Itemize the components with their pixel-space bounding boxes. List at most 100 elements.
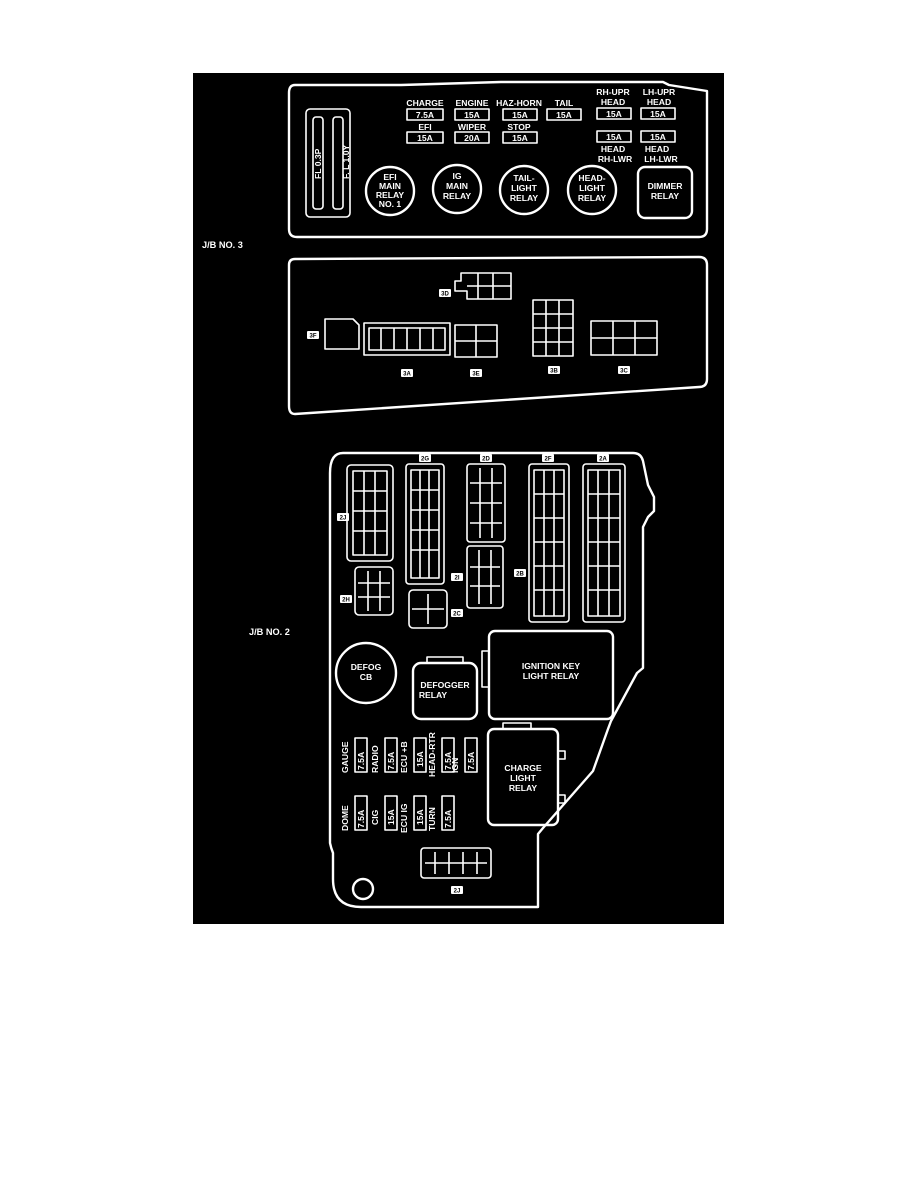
svg-text:CB: CB	[360, 672, 372, 682]
svg-text:2G: 2G	[421, 457, 429, 463]
svg-text:2F: 2F	[544, 457, 551, 463]
taillight-relay: TAIL- LIGHT RELAY	[498, 164, 550, 216]
svg-text:TURN: TURN	[427, 807, 437, 831]
svg-text:7.5A: 7.5A	[356, 810, 366, 828]
svg-text:EFI: EFI	[383, 172, 396, 182]
fuse-charge-rating: 7.5A	[416, 110, 434, 120]
svg-text:2A: 2A	[599, 457, 607, 463]
mounting-hole	[351, 877, 375, 901]
svg-text:RELAY: RELAY	[509, 783, 538, 793]
svg-text:RELAY: RELAY	[419, 690, 448, 700]
fuse-haz-horn-rating: 15A	[512, 110, 528, 120]
connector-tag-2a: 2A	[597, 454, 609, 463]
svg-text:DIMMER: DIMMER	[648, 181, 684, 191]
svg-text:RELAY: RELAY	[443, 191, 472, 201]
connector-tag-3e: 3E	[470, 369, 482, 378]
svg-text:RELAY: RELAY	[510, 193, 539, 203]
jb3-connector-block: 3D 3F 3A 3E 3B 3C	[287, 255, 709, 416]
svg-text:7.5A: 7.5A	[443, 810, 453, 828]
fusible-link-label-1: FL 0.3P	[313, 148, 323, 179]
dimmer-relay: DIMMER RELAY	[636, 165, 694, 220]
svg-text:HEAD-: HEAD-	[578, 173, 605, 183]
svg-text:7.5A: 7.5A	[356, 752, 366, 770]
connector-tag-3c: 3C	[618, 366, 630, 375]
fuse-wiper-rating: 20A	[464, 133, 480, 143]
jb3-panel: FL 0.3P F. L 1.0Y CHARGE 7.5A ENGINE 15A…	[287, 80, 709, 239]
connector-tag-3a: 3A	[401, 369, 413, 378]
fusible-link-block: FL 0.3P F. L 1.0Y	[305, 108, 351, 218]
fuse-lh-lwr-name-2: LH-LWR	[644, 154, 678, 164]
connector-tag-2f: 2F	[542, 454, 554, 463]
fuse-engine-name: ENGINE	[456, 98, 489, 108]
svg-text:RELAY: RELAY	[651, 191, 680, 201]
connector-tag-2j-bottom: 2J	[451, 886, 463, 895]
fuse-ecu-b: ECU +B 15A	[399, 737, 427, 773]
fuse-haz-horn-name: HAZ-HORN	[496, 98, 542, 108]
fuse-stop-name: STOP	[507, 122, 531, 132]
fuse-gauge: GAUGE 7.5A	[340, 737, 368, 773]
fuse-rh-lwr-rating: 15A	[606, 132, 622, 142]
svg-text:15A: 15A	[415, 751, 425, 767]
svg-text:DEFOG: DEFOG	[351, 662, 382, 672]
svg-text:ECU IG: ECU IG	[399, 803, 409, 833]
svg-text:3B: 3B	[550, 369, 558, 375]
svg-text:2I: 2I	[454, 576, 459, 582]
svg-text:MAIN: MAIN	[446, 181, 468, 191]
fuse-rh-upr-name-2: HEAD	[601, 97, 625, 107]
svg-text:3C: 3C	[620, 369, 628, 375]
fuse-tail-name: TAIL	[555, 98, 573, 108]
fuse-lh-lwr-name-1: HEAD	[645, 144, 669, 154]
svg-text:LIGHT: LIGHT	[510, 773, 537, 783]
svg-text:LIGHT: LIGHT	[511, 183, 538, 193]
fuse-wiper-name: WIPER	[458, 122, 487, 132]
svg-text:RELAY: RELAY	[578, 193, 607, 203]
svg-text:2J: 2J	[340, 516, 347, 522]
defog-circuit-breaker: DEFOG CB	[334, 641, 398, 705]
fuse-ign: IGN 7.5A	[450, 737, 478, 773]
svg-text:15A: 15A	[386, 809, 396, 825]
svg-text:2H: 2H	[342, 598, 350, 604]
svg-text:NO. 1: NO. 1	[379, 199, 402, 209]
svg-text:3F: 3F	[309, 334, 316, 340]
svg-text:7.5A: 7.5A	[466, 752, 476, 770]
ig-main-relay: IG MAIN RELAY	[431, 163, 483, 215]
charge-light-relay: CHARGE LIGHT RELAY	[486, 722, 566, 827]
fuse-stop-rating: 15A	[512, 133, 528, 143]
junction-block-diagram: FL 0.3P F. L 1.0Y CHARGE 7.5A ENGINE 15A…	[193, 73, 724, 924]
connector-tag-3d: 3D	[439, 289, 451, 298]
fuse-efi-rating: 15A	[417, 133, 433, 143]
jb2-panel: 2G 2D 2F 2A 2J 2H 2I 2B 2C 2J DEFOG CB D…	[328, 451, 656, 909]
connector-tag-3f: 3F	[307, 331, 319, 340]
svg-text:MAIN: MAIN	[379, 181, 401, 191]
fuse-rh-upr-name-1: RH-UPR	[596, 87, 630, 97]
fuse-rh-upr-rating: 15A	[606, 109, 622, 119]
svg-text:CIG: CIG	[370, 809, 380, 825]
fuse-cig: CIG 15A	[370, 795, 398, 831]
svg-text:7.5A: 7.5A	[386, 752, 396, 770]
fuse-tail-rating: 15A	[556, 110, 572, 120]
svg-text:TAIL-: TAIL-	[513, 173, 534, 183]
fuse-rh-lwr-name-2: RH-LWR	[598, 154, 633, 164]
svg-text:RADIO: RADIO	[370, 745, 380, 773]
fuse-lh-upr-name-1: LH-UPR	[643, 87, 676, 97]
svg-text:2J: 2J	[454, 889, 461, 895]
fuse-charge-name: CHARGE	[406, 98, 444, 108]
svg-text:3D: 3D	[441, 292, 449, 298]
svg-text:2D: 2D	[482, 457, 490, 463]
fuse-turn: TURN 7.5A	[427, 795, 455, 831]
fuse-efi-name: EFI	[418, 122, 431, 132]
jb2-label: J/B NO. 2	[249, 627, 290, 637]
connector-tag-2b: 2B	[514, 569, 526, 578]
svg-text:3E: 3E	[472, 372, 479, 378]
fuse-head-rtr: HEAD-RTR 7.5A	[427, 731, 455, 777]
svg-text:DEFOGGER: DEFOGGER	[420, 680, 470, 690]
fuse-rh-lwr-name-1: HEAD	[601, 144, 625, 154]
svg-text:DOME: DOME	[340, 805, 350, 831]
connector-tag-2j: 2J	[337, 513, 349, 522]
fuse-ecu-ig: ECU IG 15A	[399, 795, 427, 833]
svg-text:7.5A: 7.5A	[443, 752, 453, 770]
svg-text:GAUGE: GAUGE	[340, 741, 350, 773]
svg-text:LIGHT RELAY: LIGHT RELAY	[523, 671, 580, 681]
connector-tag-3b: 3B	[548, 366, 560, 375]
fuse-lh-upr-rating: 15A	[650, 109, 666, 119]
